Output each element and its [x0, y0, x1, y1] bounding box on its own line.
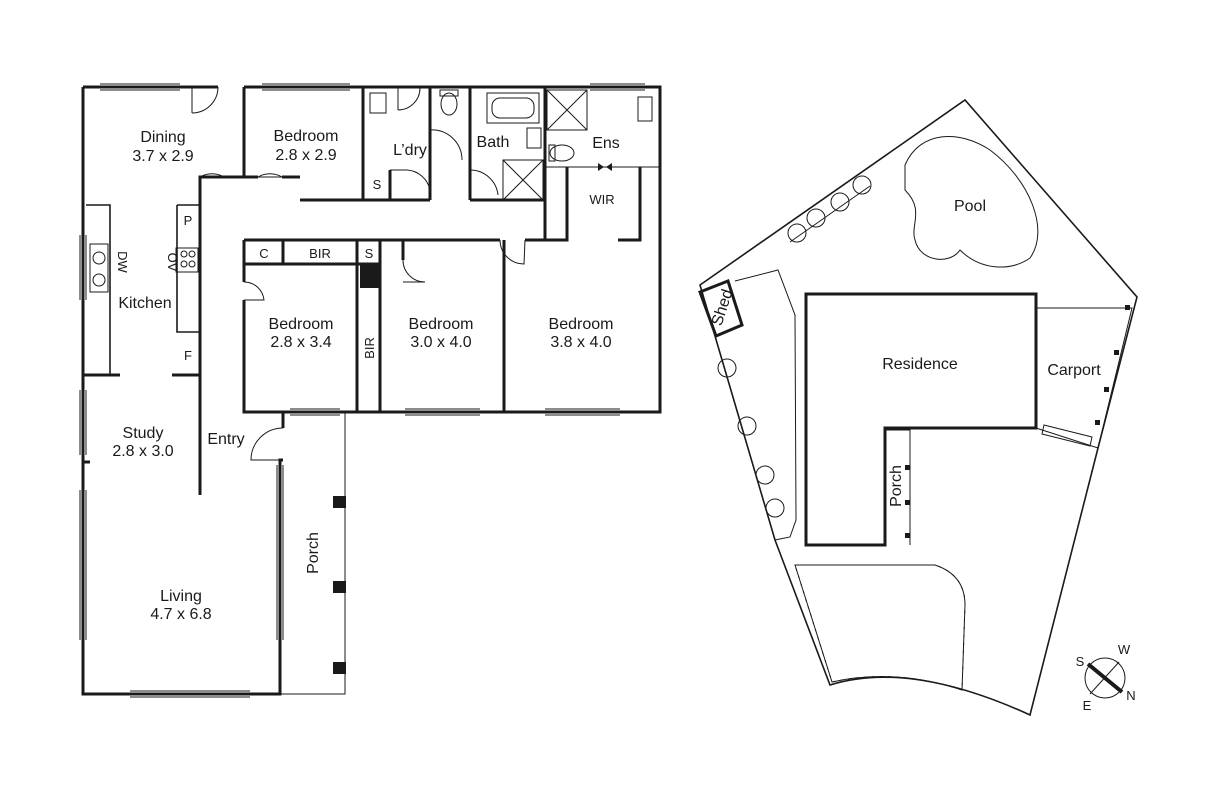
bir-side-label: BIR: [362, 337, 377, 359]
living-label: Living: [160, 588, 202, 605]
site-plan: [698, 98, 1138, 717]
bedroom-mid-label: Bedroom: [409, 316, 474, 333]
bedroom-left-size: 2.8 x 3.4: [270, 334, 331, 351]
dining-size: 3.7 x 2.9: [132, 148, 193, 165]
bedroom-right-label: Bedroom: [549, 316, 614, 333]
kitchen-label: Kitchen: [118, 295, 171, 312]
fridge-label: F: [184, 348, 192, 363]
dishwasher-label: DW: [115, 251, 130, 273]
study-label: Study: [123, 425, 164, 442]
pool-label: Pool: [954, 198, 986, 215]
living-size: 4.7 x 6.8: [150, 606, 211, 623]
ensuite-label: Ens: [592, 135, 620, 152]
laundry-label: L’dry: [393, 142, 427, 159]
residence-label: Residence: [882, 356, 958, 373]
oven-label: OV: [165, 253, 180, 272]
compass-w-label: W: [1118, 642, 1131, 657]
entry-label: Entry: [207, 431, 244, 448]
cupboard-label: C: [259, 246, 268, 261]
compass-e-label: E: [1083, 698, 1092, 713]
study-size: 2.8 x 3.0: [112, 443, 173, 460]
dining-label: Dining: [140, 129, 185, 146]
bedroom-mid-size: 3.0 x 4.0: [410, 334, 471, 351]
bedroom-left-label: Bedroom: [269, 316, 334, 333]
pantry-label: P: [184, 213, 193, 228]
porch-label: Porch: [305, 532, 322, 574]
wir-label: WIR: [589, 192, 614, 207]
floor-plan: [79, 83, 662, 698]
bath-label: Bath: [477, 134, 510, 151]
carport-label: Carport: [1047, 362, 1101, 379]
storage-laundry-label: S: [373, 177, 382, 192]
shed-label: Shed: [709, 287, 737, 328]
bedroom-front-label: Bedroom: [274, 128, 339, 145]
storage-top-label: S: [365, 246, 374, 261]
bedroom-front-size: 2.8 x 2.9: [275, 147, 336, 164]
bedroom-right-size: 3.8 x 4.0: [550, 334, 611, 351]
compass-s-label: S: [1076, 654, 1085, 669]
bir-top-label: BIR: [309, 246, 331, 261]
site-porch-label: Porch: [888, 465, 905, 507]
compass-n-label: N: [1126, 688, 1135, 703]
